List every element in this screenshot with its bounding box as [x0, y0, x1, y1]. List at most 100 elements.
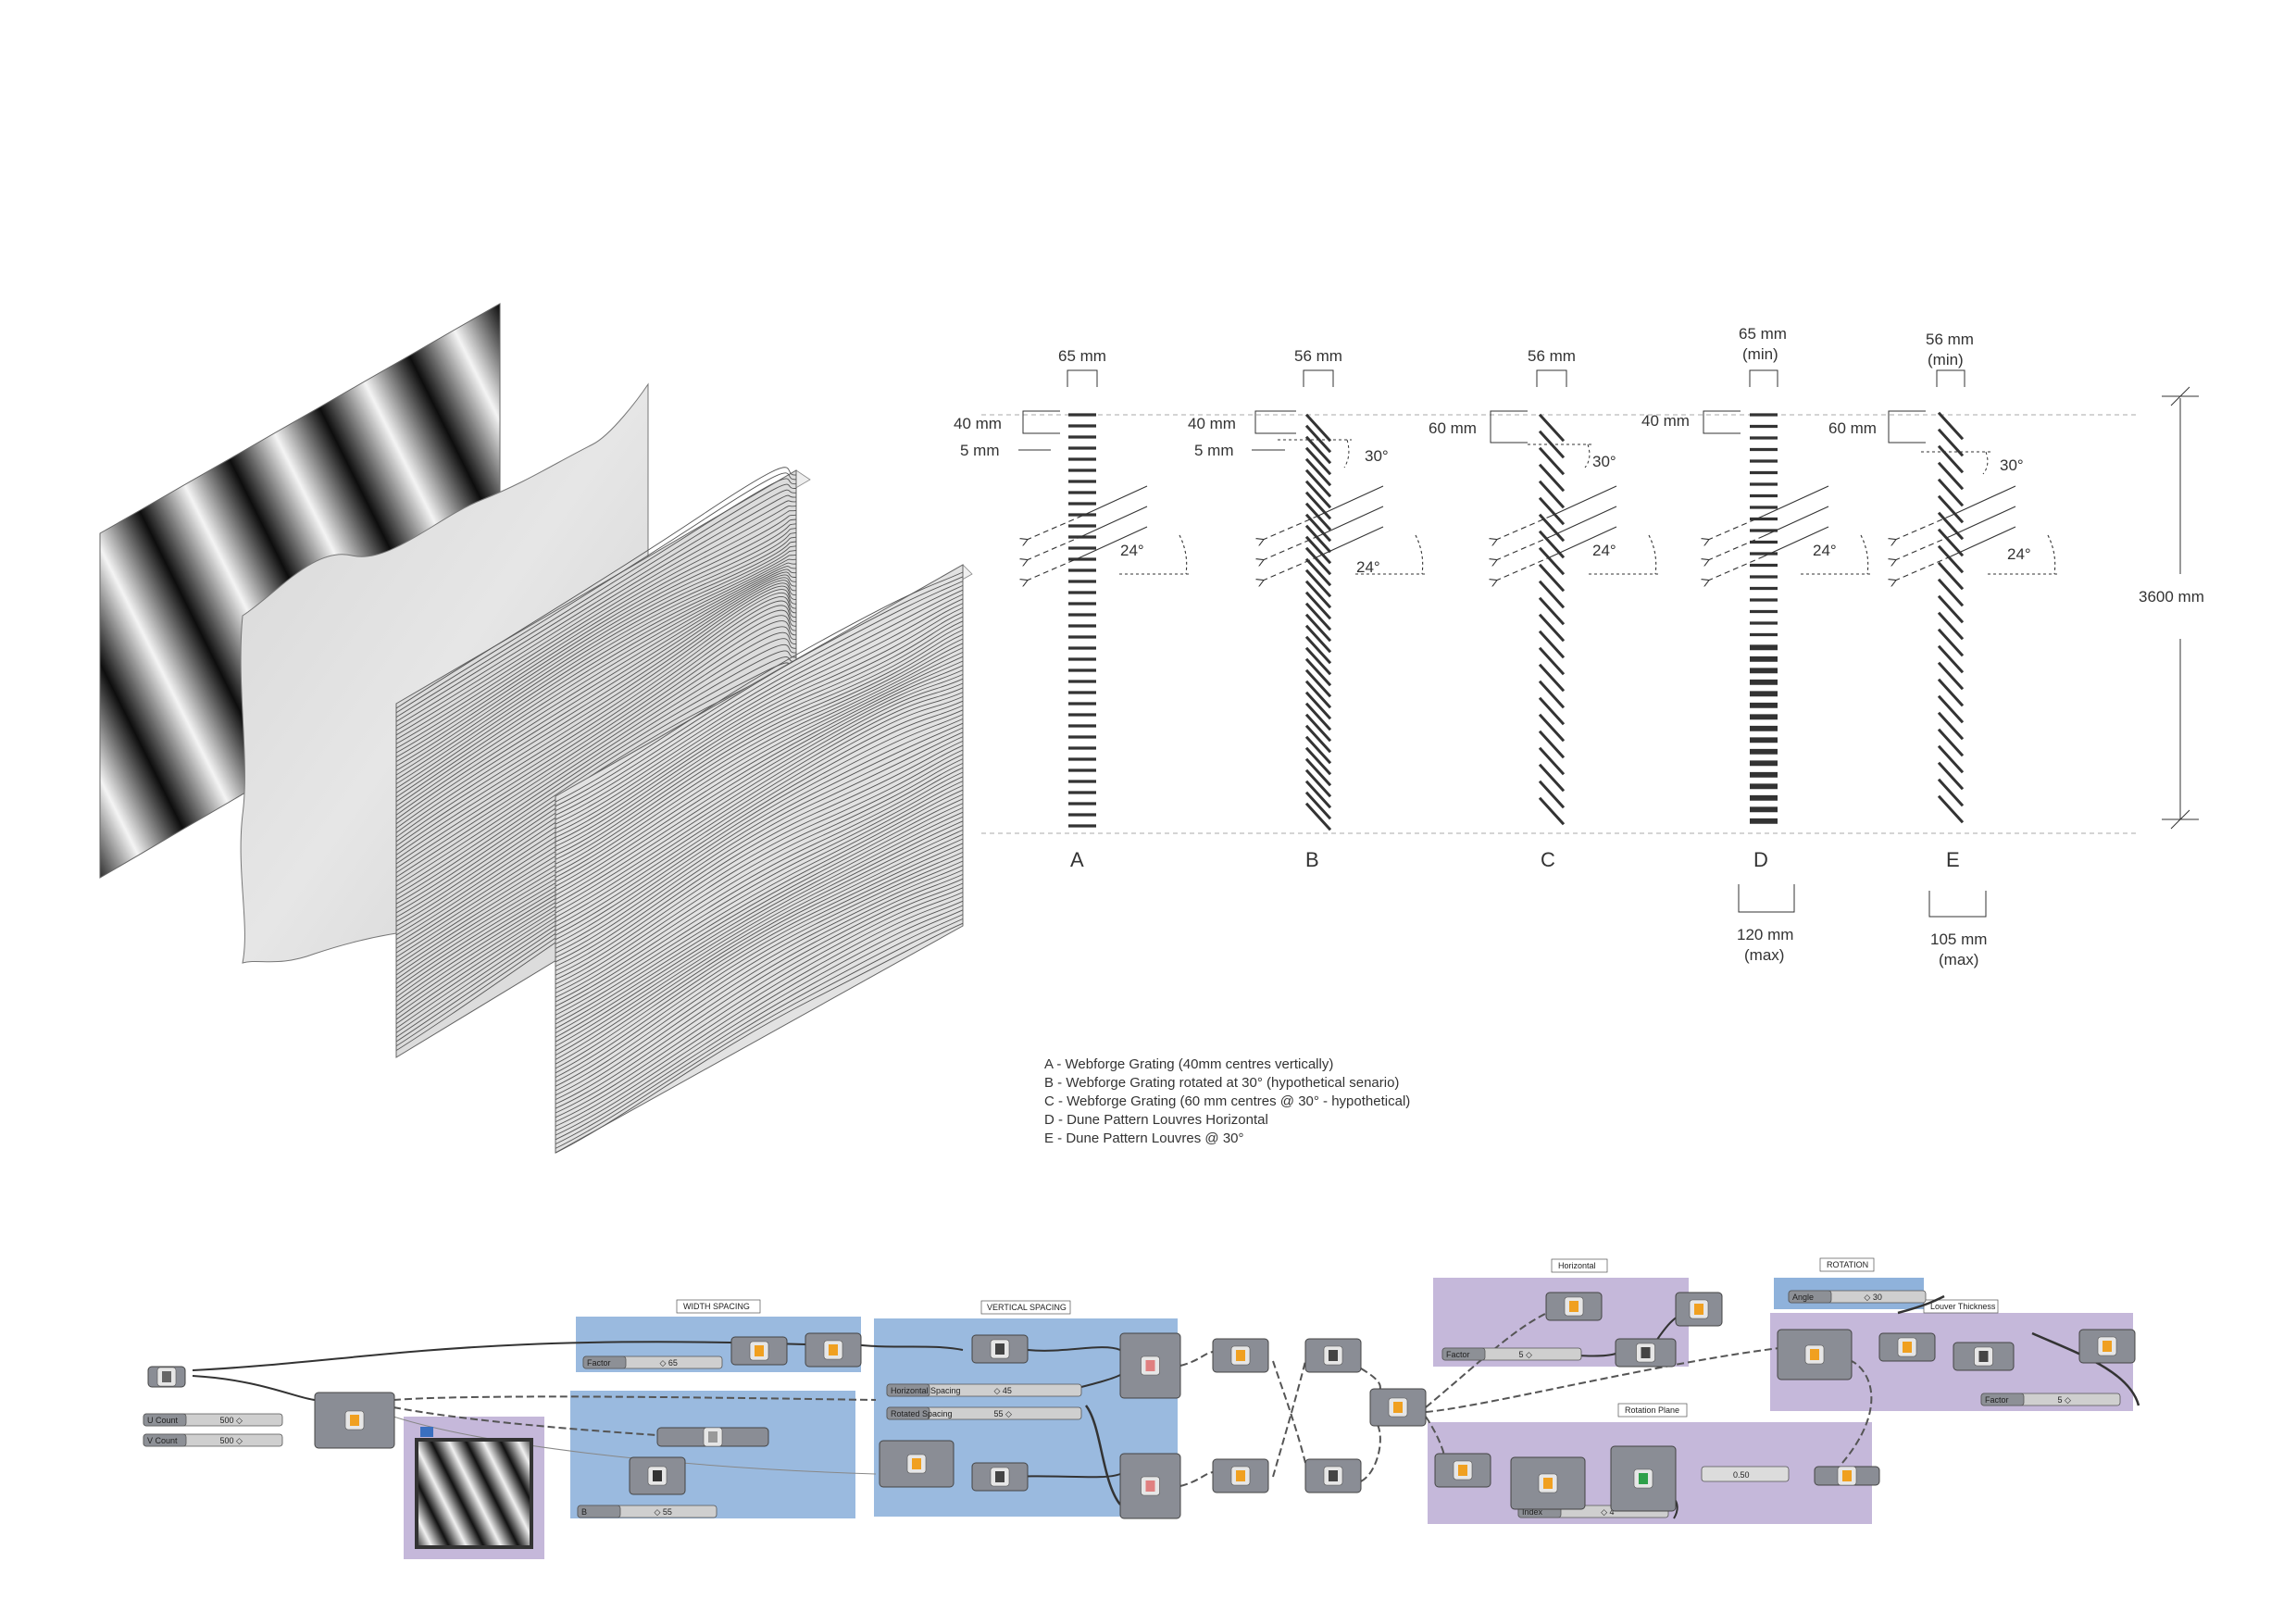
- col-a-spacing: 40 mm: [954, 415, 1002, 432]
- louvre-line: [555, 656, 964, 887]
- louvre-line: [395, 509, 797, 744]
- sun-ray-dashed: [1895, 535, 1952, 560]
- slat: [1937, 644, 1965, 674]
- component-line-h[interactable]: [1304, 1338, 1362, 1373]
- slider-angle[interactable]: Angle ◇ 30: [1788, 1290, 1927, 1304]
- param-surface[interactable]: [147, 1366, 186, 1388]
- component-weave[interactable]: [1369, 1388, 1427, 1427]
- component-construct-domain[interactable]: [805, 1332, 862, 1368]
- component-extrude-h[interactable]: [1545, 1292, 1603, 1321]
- sun-ray: [1950, 485, 2016, 517]
- louvre-line: [395, 620, 797, 869]
- component-vector-z[interactable]: [1615, 1338, 1677, 1368]
- louvre-line: [555, 665, 964, 896]
- component-box[interactable]: [1510, 1456, 1586, 1510]
- slider-b[interactable]: B◇ 55: [577, 1505, 718, 1518]
- col-e-spacing: 60 mm: [1828, 419, 1877, 437]
- slat: [1304, 746, 1332, 776]
- louvre-line: [555, 727, 964, 958]
- component-boundary-l[interactable]: [2078, 1329, 2136, 1364]
- component-boundary[interactable]: [1675, 1292, 1723, 1327]
- component-divide-surface[interactable]: [314, 1392, 395, 1449]
- slat: [1937, 578, 1965, 607]
- louvre-line: [555, 606, 964, 838]
- sun-ray: [1081, 506, 1148, 537]
- group-title-rotation: ROTATION: [1819, 1257, 1875, 1272]
- slat: [1937, 678, 1965, 707]
- component-bounds[interactable]: [730, 1336, 788, 1366]
- component-series-r[interactable]: [1119, 1453, 1181, 1519]
- col-b-width: 56 mm: [1294, 347, 1342, 365]
- sun-ray: [1317, 485, 1384, 517]
- svg-text:Horizontal: Horizontal: [1558, 1261, 1596, 1270]
- louvre-line: [555, 584, 964, 816]
- louvre-line: [555, 762, 964, 993]
- component-evaluate[interactable]: [1434, 1453, 1491, 1488]
- component-graph-mapper[interactable]: [971, 1334, 1029, 1364]
- slat: [1304, 780, 1332, 809]
- section-diagrams: 3600 mm 65 mm 56 mm 56 mm 65 mm (min) 56…: [954, 325, 2204, 968]
- louvre-line: [555, 895, 964, 1127]
- col-b-sun-angle: 24°: [1356, 558, 1380, 576]
- slat: [1304, 646, 1332, 676]
- louvre-line: [555, 643, 964, 874]
- svg-text:Angle: Angle: [1792, 1293, 1814, 1302]
- svg-text:Factor: Factor: [1985, 1395, 2009, 1405]
- component-multiply[interactable]: [629, 1456, 686, 1495]
- col-e-sun-angle: 24°: [2007, 545, 2031, 563]
- panel-value[interactable]: 0.50: [1701, 1466, 1790, 1482]
- legend-item-c: C - Webforge Grating (60 mm centres @ 30…: [1044, 1093, 1411, 1109]
- angle-arc: [1589, 534, 1658, 575]
- louvre-line: [555, 589, 964, 820]
- louvre-line: [395, 626, 797, 873]
- slat: [1937, 511, 1965, 541]
- component-vector-l[interactable]: [1953, 1342, 2015, 1371]
- component-plane[interactable]: [1610, 1445, 1677, 1512]
- louvre-line: [395, 494, 797, 731]
- louvre-line: [555, 847, 964, 1079]
- component-series-h[interactable]: [1119, 1332, 1181, 1399]
- svg-text:◇ 30: ◇ 30: [1864, 1293, 1881, 1302]
- slider-horizontal-spacing[interactable]: Horizontal Spacing◇ 45: [886, 1383, 1082, 1397]
- louvre-line: [555, 714, 964, 945]
- louvre-line: [395, 589, 797, 838]
- louvre-line: [555, 806, 964, 1038]
- component-crv-h[interactable]: [1212, 1338, 1269, 1373]
- slat: [1304, 580, 1332, 609]
- louvre-line: [555, 731, 964, 963]
- legend-item-e: E - Dune Pattern Louvres @ 30°: [1044, 1131, 1244, 1146]
- component-rotate[interactable]: [1777, 1329, 1853, 1380]
- slat: [1937, 494, 1965, 524]
- component-extrude-l[interactable]: [1878, 1332, 1936, 1362]
- louvre-line: [555, 922, 964, 1154]
- component-crv-r[interactable]: [1212, 1458, 1269, 1493]
- louvre-line: [555, 900, 964, 1131]
- slat: [1304, 568, 1332, 598]
- component-unit-z[interactable]: [1814, 1466, 1880, 1486]
- slat: [1304, 791, 1332, 820]
- sun-ray: [1950, 506, 2016, 537]
- component-image-sampler[interactable]: [879, 1440, 955, 1488]
- component-expression[interactable]: [656, 1427, 769, 1447]
- component-cull[interactable]: [971, 1462, 1029, 1492]
- slider-factor-width[interactable]: Factor◇ 65: [582, 1355, 723, 1369]
- svg-text:55 ◇: 55 ◇: [994, 1409, 1013, 1418]
- col-e-rotation: 30°: [2000, 456, 2024, 474]
- svg-text:◇ 4: ◇ 4: [1601, 1507, 1614, 1517]
- louvre-line: [555, 647, 964, 879]
- svg-text:V Count: V Count: [147, 1436, 178, 1445]
- louvre-line: [555, 692, 964, 922]
- svg-text:VERTICAL SPACING: VERTICAL SPACING: [987, 1303, 1067, 1312]
- louvre-line: [395, 558, 797, 793]
- component-line-r[interactable]: [1304, 1458, 1362, 1493]
- louvre-line: [555, 909, 964, 1141]
- slat: [1937, 628, 1965, 657]
- sun-ray: [1317, 526, 1384, 557]
- louvre-line: [555, 851, 964, 1082]
- slat: [1304, 446, 1332, 476]
